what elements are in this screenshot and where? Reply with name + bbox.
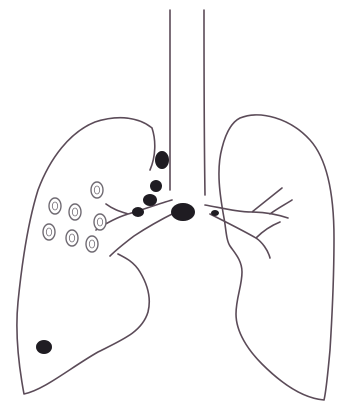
mass-icon (171, 203, 195, 221)
nodule-icon (94, 214, 106, 230)
mass-cluster (36, 151, 219, 354)
nodule-icon (66, 230, 78, 246)
mass-icon (143, 194, 157, 206)
nodule-icon (49, 198, 61, 214)
nodule-icon (43, 224, 55, 240)
nodule-icon (91, 182, 103, 198)
mass-icon (211, 210, 219, 216)
right-lung-outline (17, 118, 155, 394)
nodule-icon (69, 204, 81, 220)
nodule-icon (86, 236, 98, 252)
left-lung-outline (219, 115, 334, 400)
nodule-cluster (43, 182, 106, 252)
left-bronchus-outline (205, 188, 292, 258)
mass-icon (132, 207, 144, 217)
mass-icon (36, 340, 52, 354)
mass-icon (150, 180, 162, 192)
trachea-outline (170, 10, 205, 195)
mass-icon (155, 151, 169, 169)
